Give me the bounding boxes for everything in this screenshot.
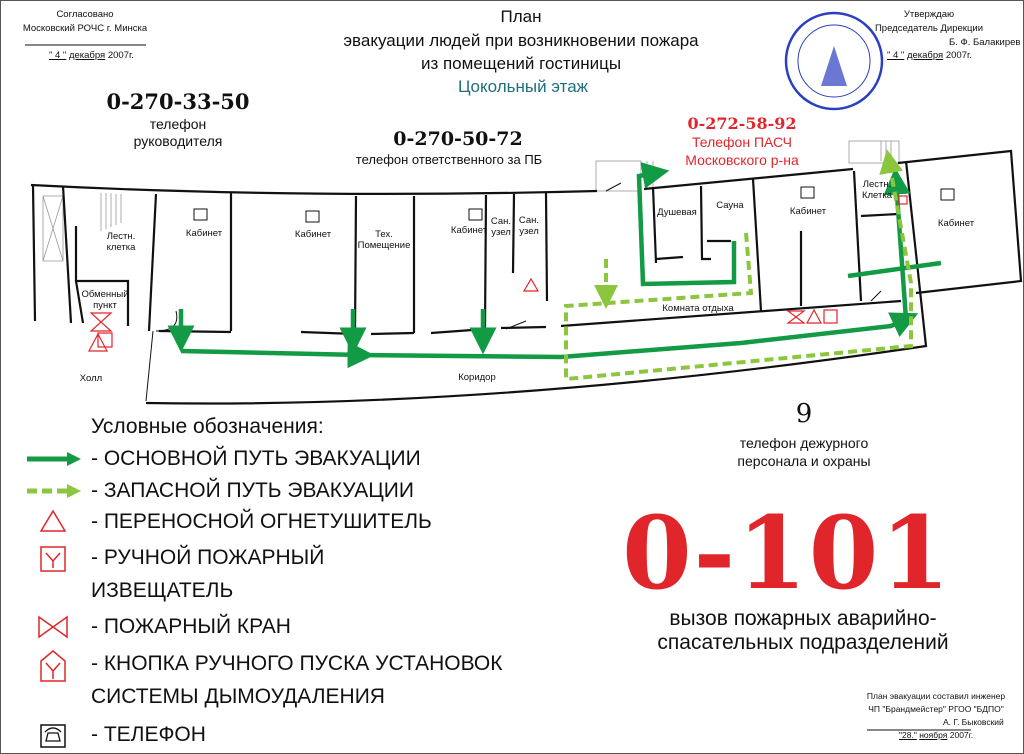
main-evacuation-route bbox=[167, 162, 942, 369]
approval-right-name: Б. Ф. Балакирев bbox=[949, 37, 1021, 48]
room-tech: Тех.Помещение bbox=[357, 229, 411, 251]
telephone-icons bbox=[193, 186, 955, 223]
manager-phone: 0-270-33-50 bbox=[106, 89, 250, 114]
room-cabinet-5: Кабинет bbox=[937, 218, 975, 229]
date-year: 2007г. bbox=[949, 730, 974, 740]
manager-phone-label-1: телефон bbox=[149, 116, 207, 132]
fire-station-phone: 0-272-58-92 bbox=[687, 114, 797, 133]
fire-equipment-symbols bbox=[88, 195, 908, 352]
floor-name: Цокольный этаж bbox=[457, 77, 589, 96]
room-wc-1: Сан.узел bbox=[490, 216, 512, 238]
emergency-phone: 0-101 bbox=[622, 494, 952, 612]
approval-left-date: " 4 " декабря 2007г. bbox=[49, 50, 134, 61]
legend-hydrant: - ПОЖАРНЫЙ КРАН bbox=[91, 615, 291, 638]
room-rest: Комната отдыха bbox=[662, 303, 734, 314]
safety-phone: 0-270-50-72 bbox=[393, 128, 523, 150]
date-year: 2007г. bbox=[107, 50, 134, 61]
author-date: "28." ноября 2007г. bbox=[899, 730, 973, 740]
legend-icons bbox=[27, 452, 81, 748]
room-stair-1: Лестн.клетка bbox=[106, 231, 136, 253]
duty-phone-label-1: телефон дежурного bbox=[739, 435, 869, 451]
duty-phone-label-2: персонала и охраны bbox=[737, 453, 871, 469]
date-month: декабря bbox=[906, 50, 944, 61]
approval-right-title: Утверждаю bbox=[903, 9, 955, 20]
date-month: ноября bbox=[919, 730, 948, 740]
date-day: "28." bbox=[899, 730, 917, 740]
legend-smoke-button: - КНОПКА РУЧНОГО ПУСКА УСТАНОВОК bbox=[91, 652, 503, 675]
author-line-2: ЧП "Брандмейстер" РГОО "БДПО" bbox=[868, 704, 1004, 714]
room-cabinet-3: Кабинет bbox=[450, 225, 488, 236]
fire-station-label-1: Телефон ПАСЧ bbox=[691, 134, 793, 150]
legend-telephone: - ТЕЛЕФОН bbox=[91, 723, 206, 746]
room-cabinet-4: Кабинет bbox=[789, 206, 827, 217]
manager-phone-label-2: руководителя bbox=[133, 133, 223, 149]
approval-left-org: Московский РОЧС г. Минска bbox=[22, 23, 148, 34]
emergency-label-1: вызов пожарных аварийно- bbox=[669, 607, 937, 630]
legend-call-point: - РУЧНОЙ ПОЖАРНЫЙ bbox=[91, 546, 325, 569]
legend-call-point-2: ИЗВЕЩАТЕЛЬ bbox=[91, 579, 234, 602]
room-hall: Холл bbox=[79, 373, 103, 384]
date-day: " 4 " bbox=[49, 50, 67, 61]
title-line-1: План bbox=[500, 7, 542, 26]
title-line-3: из помещений гостиницы bbox=[420, 54, 622, 73]
legend-main-route: - ОСНОВНОЙ ПУТЬ ЭВАКУАЦИИ bbox=[91, 447, 421, 470]
legend-reserve-route: - ЗАПАСНОЙ ПУТЬ ЭВАКУАЦИИ bbox=[91, 479, 414, 502]
room-cabinet-2: Кабинет bbox=[294, 229, 332, 240]
room-stair-2: Лестн.Клетка bbox=[861, 179, 893, 201]
fire-station-label-2: Московского р-на bbox=[685, 152, 799, 168]
safety-phone-label: телефон ответственного за ПБ bbox=[355, 152, 543, 167]
legend-title: Условные обозначения: bbox=[91, 415, 324, 438]
date-month: декабря bbox=[68, 50, 106, 61]
author-name: А. Г. Быковский bbox=[943, 717, 1004, 727]
title-line-2: эвакуации людей при возникновении пожара bbox=[343, 31, 699, 50]
legend-extinguisher: - ПЕРЕНОСНОЙ ОГНЕТУШИТЕЛЬ bbox=[91, 510, 432, 533]
reserve-evacuation-route bbox=[564, 149, 913, 382]
walls bbox=[30, 149, 1023, 405]
approval-right-date: " 4 " декабря 2007г. bbox=[887, 50, 972, 61]
legend-smoke-button-2: СИСТЕМЫ ДЫМОУДАЛЕНИЯ bbox=[91, 685, 385, 708]
approval-right-position: Председатель Дирекции bbox=[874, 23, 984, 34]
approval-left-title: Согласовано bbox=[56, 9, 114, 20]
duty-phone: 9 bbox=[795, 399, 813, 429]
room-corridor: Коридор bbox=[458, 372, 496, 383]
room-sauna: Сауна bbox=[716, 200, 744, 211]
author-line-1: План эвакуации составил инженер bbox=[866, 691, 1006, 701]
date-day: " 4 " bbox=[887, 50, 905, 61]
room-shower: Душевая bbox=[657, 207, 697, 218]
emergency-label-2: спасательных подразделений bbox=[657, 631, 949, 654]
date-year: 2007г. bbox=[945, 50, 972, 61]
room-cabinet-1: Кабинет bbox=[185, 228, 223, 239]
room-wc-2: Сан.узел bbox=[518, 215, 540, 237]
stamp bbox=[784, 11, 884, 111]
